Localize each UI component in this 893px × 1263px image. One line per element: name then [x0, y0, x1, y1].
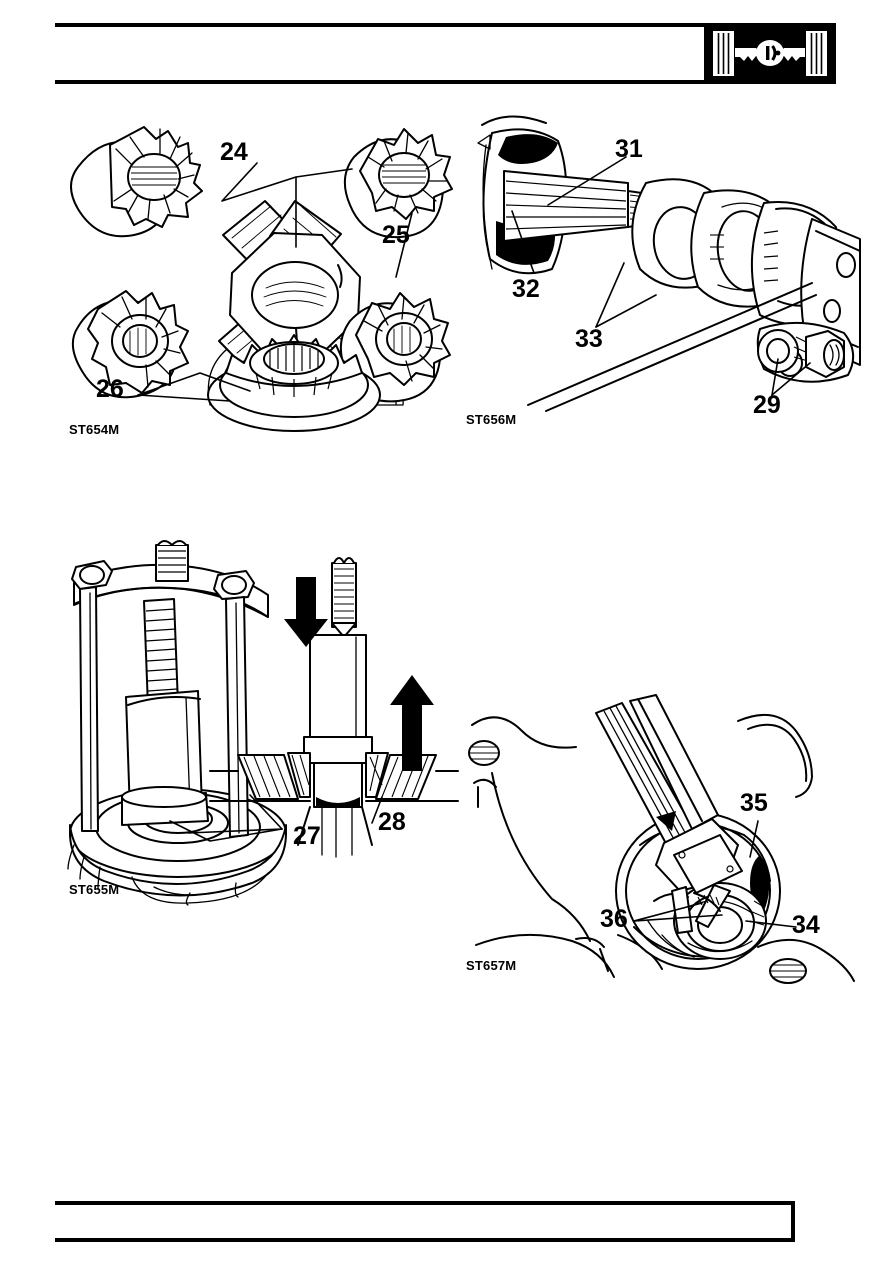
- figure-differential-spider: 24 25 26: [60, 105, 453, 432]
- callout-33: 33: [575, 325, 603, 353]
- footer-right-edge: [791, 1201, 795, 1242]
- figure-caption-st655m: ST655M: [69, 882, 120, 897]
- callout-36: 36: [600, 905, 628, 933]
- callout-28: 28: [378, 808, 406, 836]
- figure-stub-axle-shaft: 31 32 33 29: [460, 115, 861, 419]
- callout-25: 25: [382, 221, 410, 249]
- callout-27: 27: [293, 822, 321, 850]
- callout-34: 34: [792, 911, 820, 939]
- callout-29: 29: [753, 391, 781, 419]
- header-rule-top: [55, 23, 836, 27]
- figure-caption-st654m: ST654M: [69, 422, 120, 437]
- header-rule-bottom: [55, 80, 836, 84]
- callout-26: 26: [96, 375, 124, 403]
- figure-caption-st656m: ST656M: [466, 412, 517, 427]
- axle-differential-icon: [704, 23, 836, 84]
- callout-35: 35: [740, 789, 768, 817]
- lift-up-arrow: [390, 675, 434, 771]
- figure-caption-st657m: ST657M: [466, 958, 517, 973]
- footer-rule-bottom: [55, 1238, 795, 1242]
- figure-bearing-puller: [60, 540, 460, 906]
- footer-rule-top: [55, 1201, 795, 1205]
- figure-hub-tool-engagement: 35 36 34: [458, 694, 858, 985]
- callout-24: 24: [220, 138, 248, 166]
- callout-31: 31: [615, 135, 643, 163]
- callout-32: 32: [512, 275, 540, 303]
- press-down-arrow: [284, 577, 328, 647]
